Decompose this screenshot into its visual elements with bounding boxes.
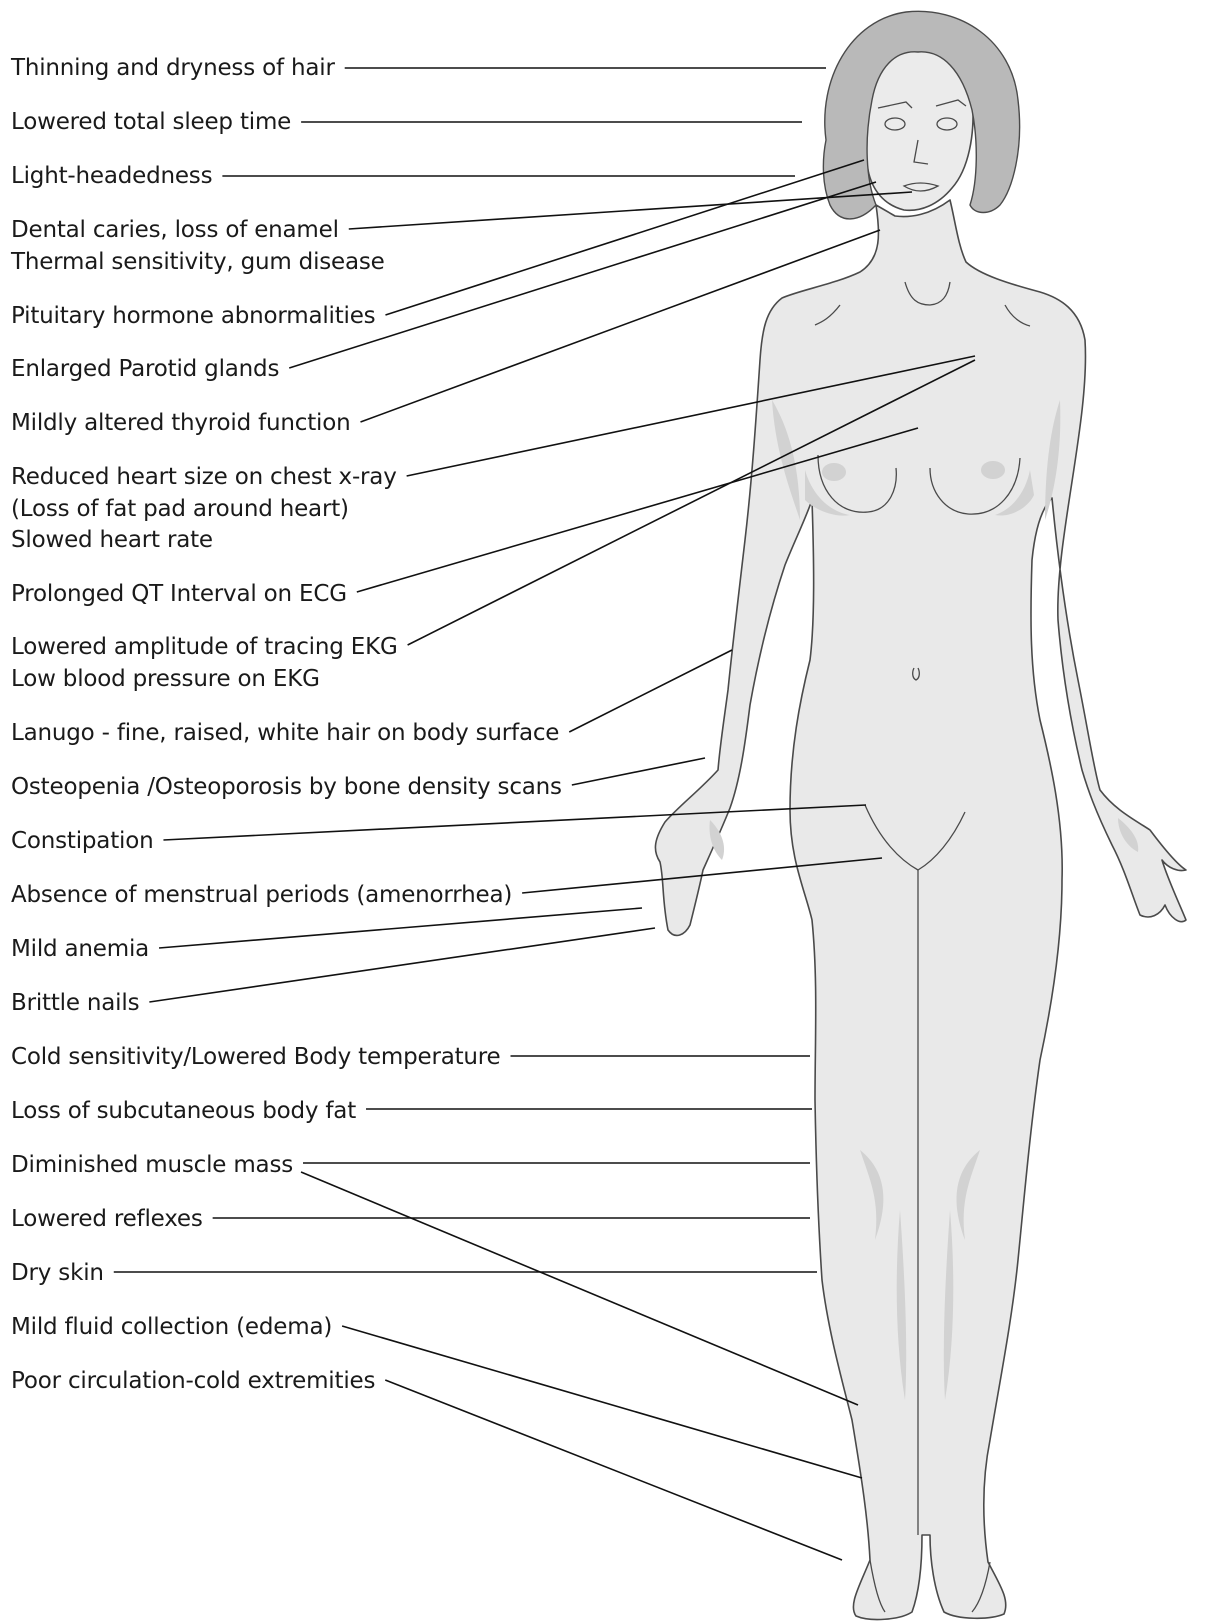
label-muscle-mass: Diminished muscle mass	[11, 1149, 293, 1181]
label-qt: Prolonged QT Interval on ECG	[11, 578, 347, 610]
label-parotid: Enlarged Parotid glands	[11, 353, 279, 385]
label-heart-rate: Slowed heart rate	[11, 524, 213, 556]
leader-line-osteopenia	[572, 758, 705, 785]
label-hair: Thinning and dryness of hair	[11, 52, 335, 84]
label-amenorrhea: Absence of menstrual periods (amenorrhea…	[11, 879, 512, 911]
label-constipation: Constipation	[11, 825, 153, 857]
label-dry-skin: Dry skin	[11, 1257, 104, 1289]
leader-line-qt	[357, 428, 918, 592]
label-lightheadedness: Light-headedness	[11, 160, 212, 192]
label-anemia: Mild anemia	[11, 933, 149, 965]
label-nails: Brittle nails	[11, 987, 139, 1019]
label-edema: Mild fluid collection (edema)	[11, 1311, 332, 1343]
label-ekg-amplitude: Lowered amplitude of tracing EKG	[11, 631, 398, 663]
leader-line-muscle-mass	[301, 1172, 858, 1405]
leader-line-circulation	[385, 1380, 842, 1560]
label-osteopenia: Osteopenia /Osteoporosis by bone density…	[11, 771, 562, 803]
label-circulation: Poor circulation-cold extremities	[11, 1365, 375, 1397]
label-reflexes: Lowered reflexes	[11, 1203, 203, 1235]
label-body-fat: Loss of subcutaneous body fat	[11, 1095, 356, 1127]
label-blood-pressure: Low blood pressure on EKG	[11, 663, 320, 695]
label-sleep: Lowered total sleep time	[11, 106, 291, 138]
leader-line-constipation	[163, 805, 866, 840]
leader-line-anemia	[159, 908, 642, 948]
leader-line-ekg-amplitude	[408, 360, 975, 645]
label-pituitary: Pituitary hormone abnormalities	[11, 300, 375, 332]
label-fat-pad: (Loss of fat pad around heart)	[11, 493, 349, 525]
leader-line-nails	[149, 928, 655, 1002]
label-cold-sensitivity: Cold sensitivity/Lowered Body temperatur…	[11, 1041, 501, 1073]
label-thermal: Thermal sensitivity, gum disease	[11, 246, 385, 278]
label-lanugo: Lanugo - fine, raised, white hair on bod…	[11, 717, 559, 749]
label-heart-size: Reduced heart size on chest x-ray	[11, 461, 397, 493]
label-dental: Dental caries, loss of enamel	[11, 214, 339, 246]
label-thyroid: Mildly altered thyroid function	[11, 407, 351, 439]
leader-line-amenorrhea	[522, 858, 882, 893]
leader-line-edema	[342, 1326, 862, 1478]
leader-line-pituitary	[385, 160, 864, 315]
leader-line-lanugo	[569, 650, 732, 732]
